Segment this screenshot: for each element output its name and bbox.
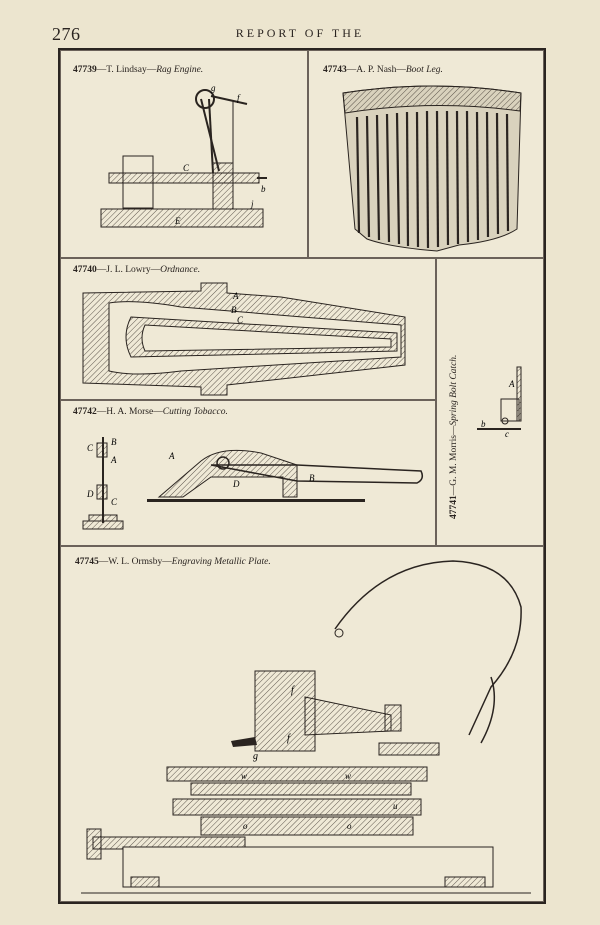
caption-engraving-metallic-plate: 47745—W. L. Ormsby—Engraving Metallic Pl… <box>75 557 271 567</box>
letter-w: w <box>345 771 351 781</box>
caption-cutting-tobacco: 47742—H. A. Morse—Cutting Tobacco. <box>73 407 228 417</box>
letter-j: j <box>250 199 254 209</box>
letter-f: f <box>291 685 295 696</box>
letter-b: B <box>309 473 315 483</box>
letter-c: C <box>111 497 118 507</box>
letter-f: f <box>237 93 241 103</box>
cutting-tobacco-drawing: C B A D C A D B <box>82 437 424 530</box>
inventor-name: —J. L. Lowry— <box>96 265 161 275</box>
caption-rag-engine: 47739—T. Lindsay—Rag Engine. <box>73 65 203 75</box>
inventor-name: —T. Lindsay— <box>96 65 157 75</box>
patent-title: Boot Leg. <box>405 65 443 75</box>
ordnance-drawing: A B C <box>82 282 406 396</box>
panel-ordnance: 47740—J. L. Lowry—Ordnance. A B C <box>60 258 436 400</box>
letter-a: A <box>168 451 175 461</box>
letter-a: A <box>232 291 239 301</box>
letter-u: u <box>393 801 398 811</box>
letter-g: g <box>253 751 258 762</box>
running-title: REPORT OF THE <box>235 26 365 40</box>
patent-title: Ordnance. <box>160 265 201 275</box>
patent-number: 47745 <box>75 557 99 567</box>
caption-boot-leg: 47743—A. P. Nash—Boot Leg. <box>323 65 443 75</box>
panel-engraving-metallic-plate: 47745—W. L. Ormsby—Engraving Metallic Pl… <box>60 546 544 902</box>
letter-o: o <box>243 821 248 831</box>
patent-number: 47742 <box>73 407 97 417</box>
panel-rag-engine: 47739—T. Lindsay—Rag Engine. g f C b j E <box>60 50 308 258</box>
letter-d: D <box>86 489 94 499</box>
caption-ordnance: 47740—J. L. Lowry—Ordnance. <box>73 265 200 275</box>
patent-title: Cutting Tobacco. <box>162 407 228 417</box>
boot-leg-drawing <box>342 85 522 252</box>
plate-frame: 47739—T. Lindsay—Rag Engine. g f C b j E… <box>58 48 546 904</box>
letter-b: b <box>261 184 266 194</box>
inventor-name: —H. A. Morse— <box>96 407 163 417</box>
panel-boot-leg: 47743—A. P. Nash—Boot Leg. <box>308 50 544 258</box>
patent-number: 47740 <box>73 265 97 275</box>
letter-d: D <box>232 479 240 489</box>
letter-g: g <box>211 83 216 93</box>
letter-b: B <box>111 437 117 447</box>
letter-c: C <box>87 443 94 453</box>
rag-engine-drawing: g f C b j E <box>100 83 267 228</box>
letter-b: b <box>481 419 486 429</box>
letter-e: E <box>174 216 181 226</box>
patent-title: Rag Engine. <box>156 65 204 75</box>
panel-spring-bolt-catch: 47741—G. M. Morris—Spring Bolt Catch. A … <box>436 258 544 546</box>
letter-a: A <box>508 379 515 389</box>
inventor-name: —A. P. Nash— <box>346 65 406 75</box>
letter-a: A <box>110 455 117 465</box>
letter-o: o <box>347 821 352 831</box>
patent-number: 47743 <box>323 65 347 75</box>
patent-title: Engraving Metallic Plate. <box>171 557 271 567</box>
spring-bolt-drawing: A b c <box>477 366 522 439</box>
page-number: 276 <box>52 24 81 44</box>
letter-c: C <box>237 315 244 325</box>
letter-c: c <box>505 429 509 439</box>
letter-w: w <box>241 771 247 781</box>
patent-number: 47739 <box>73 65 97 75</box>
letter-f: f <box>287 733 291 744</box>
inventor-name: —W. L. Ormsby— <box>98 557 172 567</box>
letter-b: B <box>231 305 237 315</box>
panel-cutting-tobacco: 47742—H. A. Morse—Cutting Tobacco. C B A… <box>60 400 436 546</box>
engraving-machine-drawing: f f g w w u o o <box>81 560 531 894</box>
letter-c: C <box>183 163 190 173</box>
